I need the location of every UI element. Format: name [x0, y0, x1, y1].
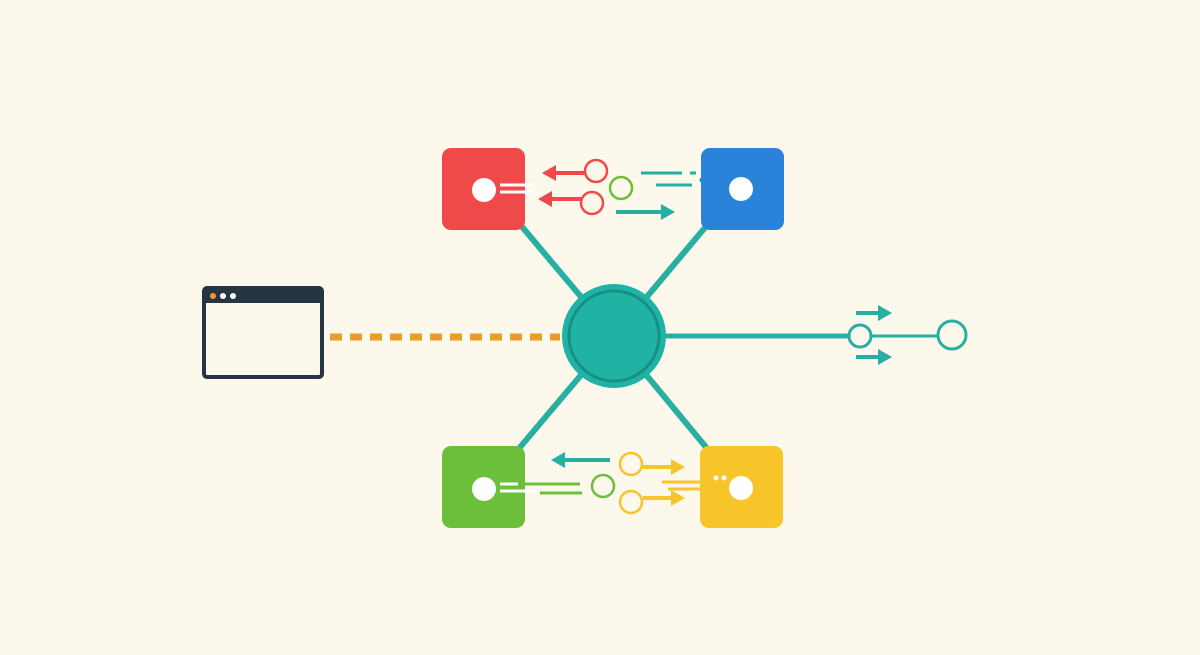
node-port [472, 477, 496, 501]
node-port [729, 177, 753, 201]
blue-message-flow [616, 171, 721, 220]
outbound-stream [847, 305, 968, 365]
outbound-node [847, 323, 873, 349]
node-port [472, 178, 496, 202]
message-bubble [608, 175, 634, 201]
node-blue [701, 148, 784, 230]
window-dot-white [230, 293, 236, 299]
green-message-flow [500, 452, 616, 499]
message-bubble [583, 158, 609, 184]
red-message-flow [500, 158, 634, 216]
yellow-message-flow [618, 451, 727, 515]
browser-window-icon [202, 286, 324, 379]
window-dot-white [220, 293, 226, 299]
outbound-endpoint [936, 319, 968, 351]
node-yellow [700, 446, 783, 528]
node-red [442, 148, 525, 230]
message-bubble [618, 489, 644, 515]
node-green [442, 446, 525, 528]
message-bubble [590, 473, 616, 499]
node-port [729, 476, 753, 500]
message-bubble [618, 451, 644, 477]
message-bubble [579, 190, 605, 216]
hub-circle [562, 284, 666, 388]
window-dot-orange [210, 293, 216, 299]
